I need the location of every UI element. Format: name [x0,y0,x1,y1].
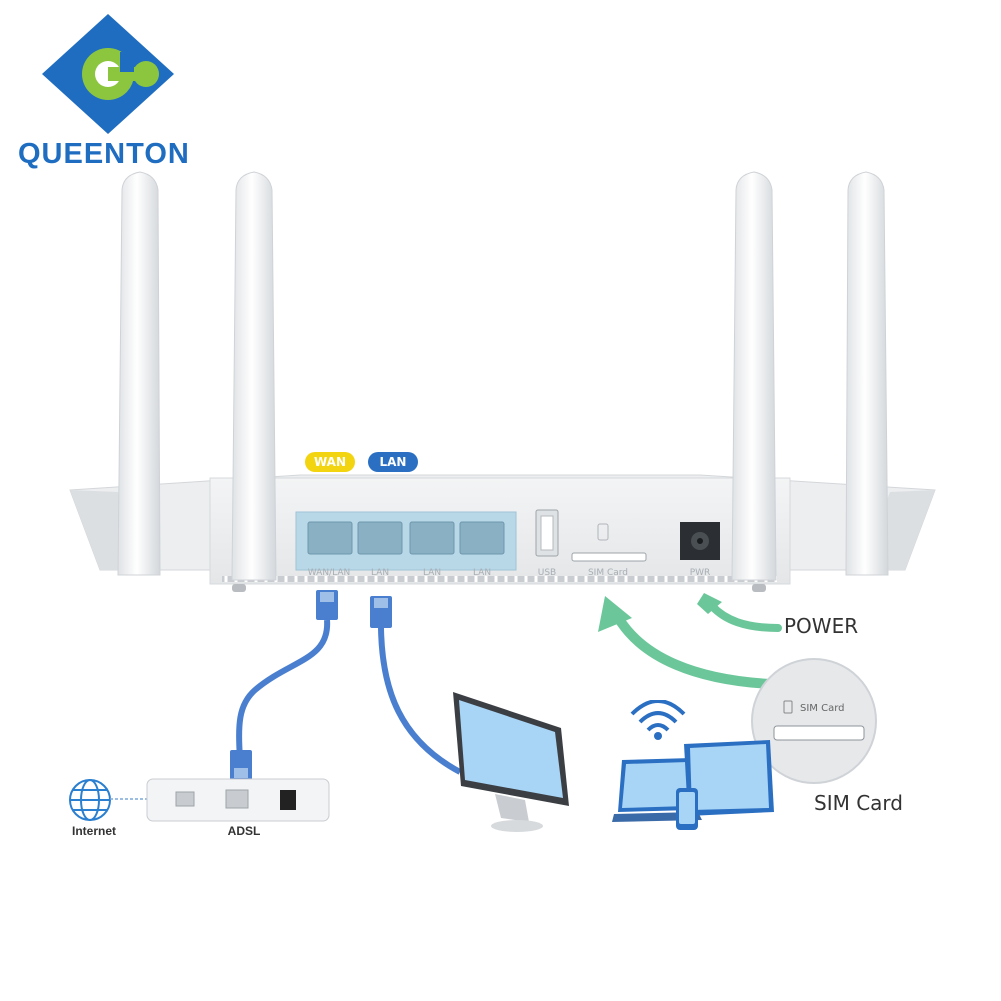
wireless-devices-icon [612,700,774,830]
sim-zoom-circle [751,658,877,784]
port-label-usb: USB [537,568,557,578]
port-label-lan-3: LAN [472,568,492,578]
port-label-lan-2: LAN [422,568,442,578]
adsl-label: ADSL [227,824,261,838]
brand-name: QUEENTON [18,138,190,170]
globe-icon [69,779,111,821]
sim-card-callout: SIM Card [814,791,903,815]
internet-label: Internet [71,824,116,838]
power-callout: POWER [784,614,859,638]
wan-tag: WAN [305,452,355,472]
adsl-modem-icon [146,778,330,822]
port-label-wan-lan: WAN/LAN [307,568,351,578]
port-label-pwr: PWR [689,568,711,578]
brand-logo-icon [42,14,174,134]
sim-zoom-label: SIM Card [800,703,845,714]
desktop-monitor-icon [453,692,569,832]
port-label-sim: SIM Card [587,568,629,578]
lan-tag: LAN [368,452,418,472]
port-label-lan-1: LAN [370,568,390,578]
